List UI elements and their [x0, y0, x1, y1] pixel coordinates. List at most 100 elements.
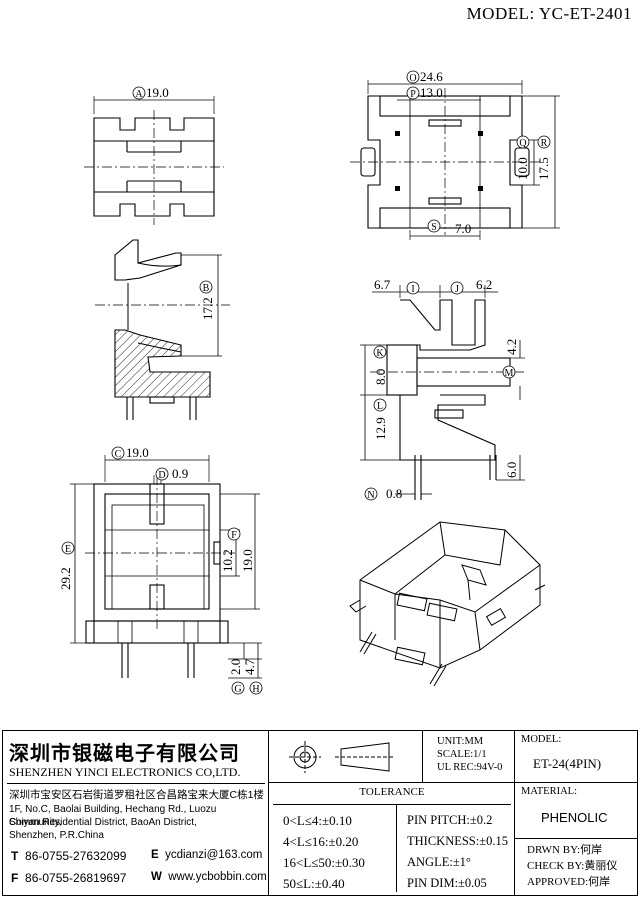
dim-N-value: 0.8 — [386, 486, 402, 501]
signature-panel: DRWN BY:何岸 CHECK BY:黄丽仪 APPROVED:何岸 — [515, 839, 637, 895]
dim-L-value: 12.9 — [373, 417, 388, 440]
email-row: E ycdianzi@163.com — [151, 849, 262, 861]
ul-rec-text: UL REC:94V-0 — [437, 762, 503, 773]
label-Q: Q — [516, 135, 530, 149]
label-G: G — [231, 681, 245, 695]
fax-key: F — [11, 871, 19, 885]
drawn-by: DRWN BY:何岸 — [527, 844, 603, 856]
dim-Fb-value: 19.0 — [240, 549, 255, 572]
fax-row: F 86-0755-26819697 — [11, 871, 126, 885]
address-cn: 深圳市宝安区石岩街道罗租社区合昌路宝来大厦C栋1楼 — [9, 789, 264, 801]
svg-text:B: B — [203, 283, 210, 294]
spec-item: PIN DIM:±0.05 — [407, 876, 487, 890]
tolerance-item: 0<L≤4:±0.10 — [283, 813, 352, 828]
dim-H-value: 4.7 — [242, 658, 257, 675]
dim-R-value: 17.5 — [536, 157, 551, 180]
dim-D-value: 0.9 — [172, 466, 188, 481]
tolerance-item: 4<L≤16:±0.20 — [283, 834, 359, 849]
label-K: K — [373, 345, 387, 359]
scale-text: SCALE:1/1 — [437, 749, 487, 760]
dim-6-value: 6.0 — [504, 462, 519, 478]
address-en-line-2: Shiyan Residential District, BaoAn Distr… — [9, 817, 197, 828]
dim-M-value: 4.2 — [504, 339, 519, 355]
label-D: D — [155, 467, 169, 481]
material-label: MATERIAL: — [521, 786, 577, 797]
tel-row: T 86-0755-27632099 — [11, 849, 126, 863]
web-row: W www.ycbobbin.com — [151, 871, 267, 883]
label-E: E — [61, 541, 75, 555]
label-H: H — [249, 681, 263, 695]
label-S: S — [427, 219, 441, 233]
spec-item: PIN PITCH:±0.2 — [407, 813, 493, 827]
tolerance-item: 50≤L:±0.40 — [283, 876, 345, 891]
projection-symbol — [269, 731, 423, 783]
svg-text:L: L — [377, 401, 383, 412]
side-view-right — [360, 285, 525, 500]
dim-S-value: 7.0 — [455, 221, 471, 236]
approved-by: APPROVED:何岸 — [527, 876, 611, 888]
svg-text:S: S — [431, 222, 437, 233]
spec-item: THICKNESS:±0.15 — [407, 834, 508, 848]
svg-text:N: N — [367, 490, 374, 501]
label-C: C — [111, 446, 125, 460]
tolerance-panel: TOLERANCE 0<L≤4:±0.10 4<L≤16:±0.20 16<L≤… — [269, 783, 515, 895]
material-panel: MATERIAL: PHENOLIC — [515, 783, 637, 839]
svg-text:P: P — [410, 89, 416, 100]
company-name-en: SHENZHEN YINCI ELECTRONICS CO,LTD. — [9, 765, 241, 779]
address-en-line-3: Shenzhen, P.R.China — [9, 830, 104, 841]
label-A: A — [132, 86, 146, 100]
side-section-left — [95, 239, 230, 420]
svg-text:A: A — [135, 89, 143, 100]
material-value: PHENOLIC — [541, 810, 608, 825]
company-name-cn: 深圳市银磁电子有限公司 — [9, 741, 240, 765]
label-B: B — [199, 280, 213, 294]
label-P: P — [406, 86, 420, 100]
web-address[interactable]: www.ycbobbin.com — [168, 871, 267, 883]
svg-text:C: C — [115, 449, 122, 460]
web-key: W — [151, 871, 162, 883]
svg-text:R: R — [541, 138, 548, 149]
dim-J-value: 6.2 — [476, 277, 492, 292]
checked-by: CHECK BY:黄丽仪 — [527, 860, 618, 872]
plan-view-top-right — [350, 80, 560, 240]
svg-text:H: H — [252, 684, 259, 695]
svg-text:E: E — [65, 544, 71, 555]
svg-text:D: D — [158, 470, 165, 481]
model-label: MODEL: — [521, 734, 562, 745]
isometric-view — [349, 521, 546, 687]
svg-text:F: F — [231, 530, 237, 541]
dim-I-value: 6.7 — [374, 277, 391, 292]
email-key: E — [151, 849, 159, 861]
label-N: N — [364, 487, 378, 501]
model-panel: MODEL: ET-24(4PIN) — [515, 731, 637, 783]
label-L: L — [373, 398, 387, 412]
model-title: MODEL: YC-ET-2401 — [466, 4, 632, 23]
title-block: 深圳市银磁电子有限公司 SHENZHEN YINCI ELECTRONICS C… — [2, 730, 638, 896]
dim-A-value: 19.0 — [146, 85, 169, 100]
address-en-line-1: 1F, No.C, Baolai Building, Hechang Rd., … — [9, 804, 217, 828]
tel-key: T — [11, 849, 19, 863]
label-M: M — [502, 365, 516, 379]
label-F: F — [227, 527, 241, 541]
company-panel: 深圳市银磁电子有限公司 SHENZHEN YINCI ELECTRONICS C… — [3, 731, 269, 895]
svg-text:Q: Q — [519, 138, 527, 149]
dim-E-value: 29.2 — [58, 567, 73, 590]
unit-scale-panel: UNIT:MM SCALE:1/1 UL REC:94V-0 — [423, 731, 515, 783]
svg-text:O: O — [409, 73, 416, 84]
label-J: J — [450, 281, 464, 295]
label-O: O — [406, 70, 420, 84]
fax-number: 86-0755-26819697 — [25, 871, 127, 885]
svg-text:K: K — [376, 348, 384, 359]
unit-text: UNIT:MM — [437, 736, 484, 747]
dim-O-value: 24.6 — [420, 69, 443, 84]
svg-text:J: J — [455, 284, 459, 295]
dim-P-value: 13.0 — [420, 85, 443, 100]
dim-K-value: 8.0 — [373, 369, 388, 385]
front-view-top-left — [84, 96, 224, 225]
dim-Q-value: 10.0 — [515, 157, 530, 180]
email-address[interactable]: ycdianzi@163.com — [165, 849, 263, 861]
dim-G-value: 2.0 — [228, 659, 243, 675]
tel-number: 86-0755-27632099 — [25, 849, 127, 863]
tolerance-title: TOLERANCE — [359, 786, 425, 798]
dim-C-value: 19.0 — [126, 445, 149, 460]
